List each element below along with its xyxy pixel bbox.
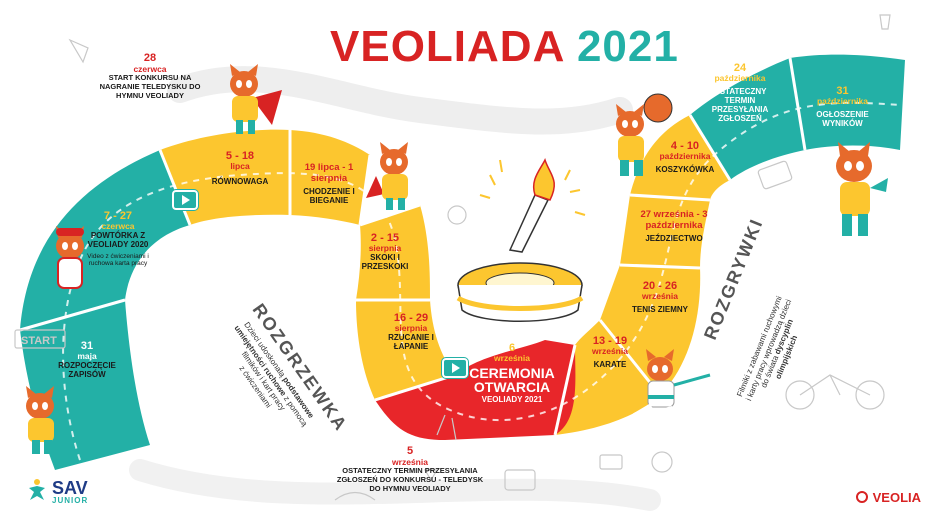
event-month: października	[816, 96, 869, 107]
event-text: KARATE	[593, 359, 627, 369]
note-text: START KONKURSU NA NAGRANIE TELEDYSKU DO …	[99, 73, 201, 100]
segment-24-pazdziernika	[690, 58, 805, 180]
event-2-15-sierpnia: 2 - 15 sierpnia SKOKI I PRZESKOKI	[350, 232, 420, 272]
event-text: VEOLIADY 2021	[481, 394, 543, 404]
event-5-18-lipca: 5 - 18 lipca RÓWNOWAGA	[200, 150, 280, 187]
start-sign-text: START	[21, 335, 57, 347]
event-day: 31	[80, 340, 94, 352]
note-28-czerwca: 28 czerwca START KONKURSU NA NAGRANIE TE…	[90, 52, 210, 100]
segment-16-29-sierpnia	[356, 300, 455, 400]
event-day: 16 - 29	[393, 312, 429, 324]
cat-mascot-cape	[230, 64, 282, 134]
event-month: września	[592, 346, 628, 357]
sparkles-icon	[479, 159, 586, 216]
cat-mascot-basketball	[616, 93, 673, 176]
note-month: września	[392, 456, 428, 467]
event-ceremonia: 6 września CEREMONIA OTWARCIA VEOLIADY 2…	[462, 342, 562, 405]
stadium-illustration	[456, 262, 584, 322]
event-text: POWTÓRKA Z VEOLIADY 2020	[87, 230, 149, 249]
event-day: 6	[508, 342, 516, 354]
event-month: czerwca	[101, 221, 135, 232]
event-month: września	[642, 291, 678, 302]
event-31-pazdziernika: 31 października OGŁOSZENIE WYNIKÓW	[800, 85, 885, 129]
segment-4-10-pazdziernika	[630, 115, 730, 200]
event-7-27-czerwca: 7 - 27 czerwca POWTÓRKA Z VEOLIADY 2020 …	[78, 210, 158, 267]
event-4-10-pazdziernika: 4 - 10 października KOSZYKÓWKA	[650, 140, 720, 175]
segment-27-wrzesnia	[620, 195, 710, 268]
event-big-title: CEREMONIA OTWARCIA	[469, 364, 555, 395]
event-text: ROZPOCZĘCIE ZAPISÓW	[58, 360, 116, 379]
event-day: 5 - 18	[225, 150, 255, 162]
event-text: JEŹDZIECTWO	[645, 234, 703, 244]
event-note: Video z ćwiczeniami i ruchowa karta prac…	[87, 252, 149, 267]
event-month: sierpnia	[394, 323, 428, 334]
event-text: SKOKI I PRZESKOKI	[361, 252, 409, 271]
sav-junior-logo: SAV JUNIOR	[26, 478, 88, 505]
segment-dividers	[19, 57, 807, 436]
event-text: RZUCANIE I ŁAPANIE	[388, 332, 434, 351]
title-year: 2021	[576, 22, 679, 71]
event-day: 27 września - 3 października	[640, 209, 708, 231]
event-27-wrzesnia: 27 września - 3 października JEŹDZIECTWO	[640, 209, 708, 244]
segment-2-15-sierpnia	[356, 205, 430, 300]
page-title: VEOLIADA 2021	[330, 22, 679, 72]
event-day: 24	[733, 62, 747, 74]
cat-mascot-waving	[366, 142, 408, 210]
doodles	[14, 14, 891, 501]
cat-mascot-thumbs-up	[836, 142, 888, 236]
event-text: CHODZENIE I BIEGANIE	[303, 187, 355, 206]
note-5-wrzesnia: 5 września OSTATECZNY TERMIN PRZESYŁANIA…	[335, 445, 485, 493]
note-text: OSTATECZNY TERMIN PRZESYŁANIA ZGŁOSZEŃ D…	[336, 466, 484, 493]
event-text: OSTATECZNY TERMIN PRZESYŁANIA ZGŁOSZEŃ	[711, 86, 769, 123]
event-month: sierpnia	[368, 243, 402, 254]
event-day: 20 - 26	[642, 280, 678, 292]
sav-sub-text: JUNIOR	[52, 496, 89, 505]
event-month: lipca	[230, 161, 250, 172]
event-text: TENIS ZIEMNY	[631, 304, 688, 314]
cat-mascot-karate	[632, 349, 711, 435]
segment-20-26-wrzesnia	[600, 265, 701, 395]
event-day: 2 - 15	[370, 232, 400, 244]
event-19-lipca: 19 lipca - 1 sierpnia CHODZENIE I BIEGAN…	[293, 162, 365, 206]
note-day: 28	[143, 52, 157, 64]
event-month: października	[714, 73, 766, 84]
event-text: KOSZYKÓWKA	[655, 164, 715, 174]
sav-figure-icon	[29, 479, 45, 500]
veolia-logo: VEOLIA	[855, 490, 921, 505]
video-play-button-1[interactable]	[172, 190, 198, 210]
veolia-text: VEOLIA	[872, 490, 922, 505]
event-month: maja	[77, 351, 97, 362]
event-day: 7 - 27	[103, 210, 133, 222]
event-day: 4 - 10	[670, 140, 700, 152]
sav-text: SAV	[52, 478, 88, 498]
torch-icon	[508, 158, 555, 253]
event-day: 19 lipca - 1 sierpnia	[304, 162, 354, 184]
segment-13-19-wrzesnia	[555, 320, 660, 435]
road-dashed-line	[62, 101, 901, 461]
cat-mascot-running	[26, 386, 54, 454]
event-month: października	[659, 151, 711, 162]
event-24-pazdziernika: 24 października OSTATECZNY TERMIN PRZESY…	[700, 62, 780, 124]
event-text: OGŁOSZENIE WYNIKÓW	[816, 109, 869, 128]
cat-mascot-baseball	[56, 226, 84, 289]
background-path-lower	[129, 459, 661, 511]
event-day: 13 - 19	[592, 335, 628, 347]
event-month: września	[494, 353, 530, 364]
event-text: RÓWNOWAGA	[211, 176, 269, 186]
veolia-mark-icon	[856, 491, 868, 503]
note-day: 5	[406, 445, 414, 457]
event-16-29-sierpnia: 16 - 29 sierpnia RZUCANIE I ŁAPANIE	[376, 312, 446, 352]
segment-ceremonia	[375, 340, 577, 440]
event-20-26-wrzesnia: 20 - 26 września TENIS ZIEMNY	[620, 280, 700, 315]
event-31-maja: 31 maja ROZPOCZĘCIE ZAPISÓW	[42, 340, 132, 380]
note-month: czerwca	[133, 63, 167, 74]
event-day: 31	[836, 85, 849, 97]
title-word: VEOLIADA	[330, 22, 564, 71]
event-13-19-wrzesnia: 13 - 19 września KARATE	[575, 335, 645, 370]
video-play-button-2[interactable]	[442, 358, 468, 378]
